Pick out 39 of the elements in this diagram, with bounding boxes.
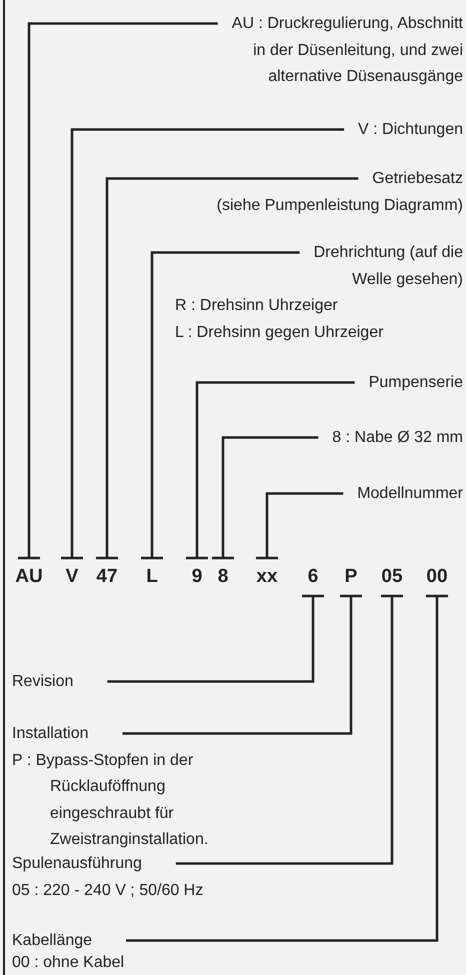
heading-text: Getriebesatz <box>371 169 463 189</box>
leader-line <box>140 251 300 560</box>
heading-text: Drehrichtung (auf die Welle gesehen) <box>312 243 463 290</box>
code-letter: AU <box>15 558 43 596</box>
leader-line <box>94 177 358 560</box>
leader-line <box>60 128 344 560</box>
heading-text: Kabellänge <box>12 931 94 951</box>
code-letter: xx <box>256 558 278 596</box>
description-text: 8 : Nabe Ø 32 mm <box>163 425 463 452</box>
leader-line <box>122 594 364 735</box>
description-text: Pumpenserie <box>163 370 463 396</box>
leader-line <box>184 381 355 560</box>
leader-line <box>176 594 404 865</box>
description-text: Revision <box>12 669 232 696</box>
leader-line <box>126 594 450 942</box>
leader-line <box>254 492 344 560</box>
leader-line <box>210 436 318 560</box>
heading-text: Installation <box>12 724 90 744</box>
description-text: AU : Druckregulierung, Abschnitt in der Düsenleitung, und zwei alternative Düsenausgänge <box>163 11 463 90</box>
description-text: R : Drehsinn Uhrzeiger <box>174 296 339 316</box>
description-text: 00 : ohne Kabel <box>12 953 126 973</box>
description-text: (siehe Pumpenleistung Diagramm) <box>216 196 463 216</box>
code-letter: 05 <box>381 558 403 596</box>
description-text: V : Dichtungen <box>163 117 463 144</box>
code-letter: 6 <box>308 558 318 596</box>
description-text: 05 : 220 - 240 V ; 50/60 Hz <box>12 880 204 900</box>
code-letter: 47 <box>96 558 118 596</box>
code-letter: 00 <box>426 558 448 596</box>
code-letter: V <box>66 558 78 596</box>
leader-line <box>107 594 326 683</box>
description-text: P : Bypass-Stopfen in der Rücklauföffnung eingeschraubt für Zweistranginstallation. <box>12 750 210 850</box>
description-text: Modellnummer <box>163 481 463 508</box>
description-text: L : Drehsinn gegen Uhrzeiger <box>174 322 384 342</box>
code-letter: 8 <box>218 558 228 596</box>
code-letter: 9 <box>192 558 202 596</box>
code-letter: L <box>146 558 158 596</box>
code-letter: P <box>344 558 358 596</box>
heading-text: Spulenausführung <box>12 854 143 874</box>
leader-line <box>16 22 218 560</box>
